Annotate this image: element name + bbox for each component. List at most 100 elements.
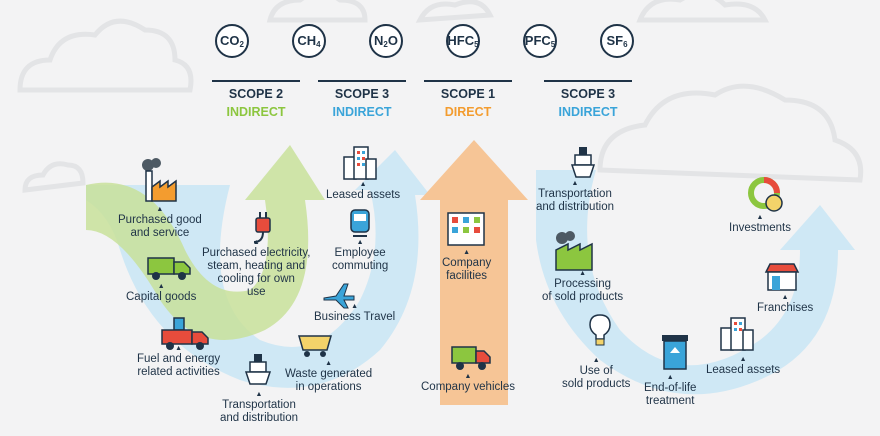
label-employee-commuting: ▲Employee commuting [332, 239, 388, 273]
scope-title: SCOPE 1 [440, 86, 496, 101]
label-transport-upstream: ▲Transportation and distribution [220, 391, 298, 425]
label-text: Purchased electricity, steam, heating an… [202, 247, 311, 298]
label-text: Waste generated in operations [285, 368, 373, 393]
scope1-arrow [420, 140, 528, 405]
divider [424, 80, 512, 82]
arrow-up-icon: ▲ [756, 214, 764, 221]
label-text: Transportation and distribution [220, 399, 298, 424]
arrow-up-icon: ▲ [325, 360, 333, 367]
scope-title: SCOPE 3 [334, 86, 390, 101]
label-end-of-life: ▲End-of-life treatment [644, 374, 696, 408]
label-company-facilities: ▲Company facilities [442, 249, 491, 283]
label-text: Company facilities [442, 257, 492, 282]
label-text: Leased assets [326, 189, 401, 201]
label-text: Company vehicles [421, 381, 515, 393]
label-use-sold: ▲Use of sold products [562, 357, 630, 391]
factory-icon [142, 158, 177, 202]
investment-pie-icon [748, 177, 783, 212]
gas-pfc: PFC5 [523, 24, 557, 58]
scope2-arrow [86, 145, 325, 340]
label-text: Transportation and distribution [536, 188, 614, 213]
ship-icon [244, 354, 272, 385]
gas-label: CH4 [297, 33, 321, 49]
label-text: Capital goods [126, 291, 197, 303]
factory-icon [555, 231, 593, 271]
scope-2-heading: SCOPE 2 INDIRECT [212, 80, 300, 121]
arrow-up-icon: ▲ [781, 294, 789, 301]
arrow-up-icon: ▲ [252, 239, 260, 246]
scope3-downstream-arrow [536, 170, 855, 395]
arrow-up-icon: ▲ [666, 374, 674, 381]
recycle-bin-icon [662, 335, 688, 370]
label-text: Purchased good and service [118, 214, 202, 239]
gas-label: PFC5 [524, 33, 556, 49]
plug-icon [253, 212, 271, 243]
gas-label: SF6 [606, 33, 628, 49]
scope-type: DIRECT [444, 104, 492, 119]
label-text: Use of sold products [562, 365, 631, 390]
divider [212, 80, 300, 82]
company-building-icon [447, 212, 485, 246]
cloud-shape [415, 0, 494, 23]
label-text: Employee commuting [332, 247, 389, 272]
label-text: Franchises [757, 302, 814, 314]
arrow-up-icon: ▲ [356, 239, 364, 246]
label-text: Leased assets [706, 364, 781, 376]
label-text: Business Travel [314, 311, 396, 323]
divider [318, 80, 406, 82]
scope-type: INDIRECT [226, 104, 286, 119]
cloud-shape [636, 0, 770, 23]
gas-hfc: HFC5 [446, 24, 480, 58]
scope-title: SCOPE 2 [228, 86, 284, 101]
cloud-shape [17, 18, 194, 93]
scope-1-heading: SCOPE 1 DIRECT [424, 80, 512, 121]
label-business-travel: ▲Business Travel [314, 303, 395, 324]
label-purchased-goods: ▲Purchased good and service [118, 206, 202, 240]
divider [544, 80, 632, 82]
ship-icon [570, 147, 596, 178]
arrow-up-icon: ▲ [351, 303, 359, 310]
arrow-up-icon: ▲ [571, 180, 579, 187]
gas-sf6: SF6 [600, 24, 634, 58]
label-leased-assets-upstream: ▲Leased assets [326, 181, 400, 202]
fuel-truck-icon [161, 317, 209, 350]
train-icon [350, 209, 370, 237]
arrow-up-icon: ▲ [255, 391, 263, 398]
gas-label: HFC5 [447, 33, 479, 49]
airplane-icon [323, 283, 355, 309]
label-franchises: ▲Franchises [757, 294, 813, 315]
label-text: Processing of sold products [542, 278, 624, 303]
arrow-up-icon: ▲ [463, 249, 471, 256]
label-investments: ▲Investments [729, 214, 791, 235]
arrow-up-icon: ▲ [359, 181, 367, 188]
scope-type: INDIRECT [332, 104, 392, 119]
scope3-upstream-arrow [86, 150, 430, 388]
scope-type: INDIRECT [558, 104, 618, 119]
building-icon [720, 317, 754, 351]
label-leased-assets-downstream: ▲Leased assets [706, 356, 780, 377]
cloud-shape [22, 161, 86, 193]
scope-3-downstream-heading: SCOPE 3 INDIRECT [544, 80, 632, 121]
arrow-up-icon: ▲ [592, 357, 600, 364]
scope-3-upstream-heading: SCOPE 3 INDIRECT [318, 80, 406, 121]
gas-ch4: CH4 [292, 24, 326, 58]
label-company-vehicles: ▲Company vehicles [421, 373, 515, 394]
gas-co2: CO2 [215, 24, 249, 58]
label-text: Fuel and energy related activities [137, 353, 221, 378]
arrow-up-icon: ▲ [156, 206, 164, 213]
storefront-icon [764, 263, 800, 291]
waste-cart-icon [298, 335, 332, 357]
label-text: Investments [729, 222, 791, 234]
label-purchased-electricity: ▲Purchased electricity, steam, heating a… [202, 239, 310, 299]
truck-icon [147, 257, 191, 280]
arrow-up-icon: ▲ [175, 345, 183, 352]
label-capital-goods: ▲Capital goods [126, 283, 196, 304]
label-waste: ▲Waste generated in operations [285, 360, 372, 394]
gas-n2o: N2O [369, 24, 403, 58]
gas-label: N2O [374, 33, 398, 49]
gas-label: CO2 [220, 33, 244, 49]
label-text: End-of-life treatment [644, 382, 697, 407]
delivery-truck-icon [451, 346, 491, 370]
